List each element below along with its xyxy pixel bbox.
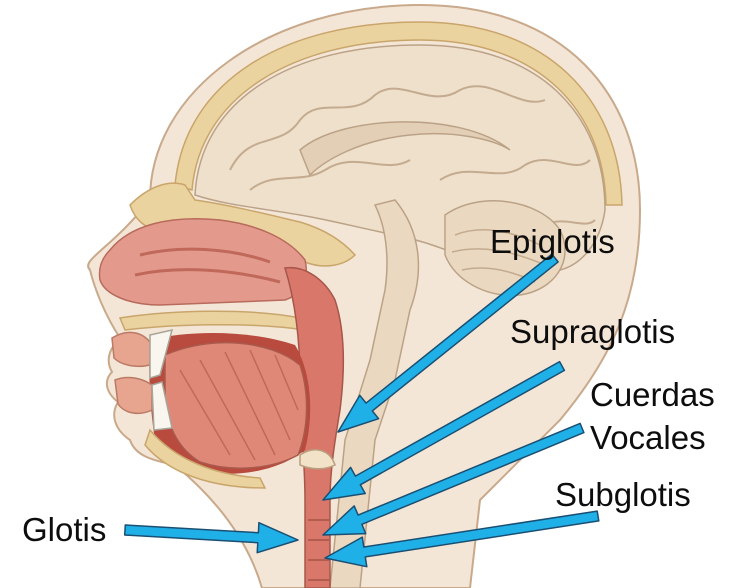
label-cuerdas: Cuerdas xyxy=(590,378,715,411)
lower-lip xyxy=(115,378,152,414)
tongue xyxy=(165,343,307,469)
upper-lip xyxy=(112,332,150,366)
label-vocales: Vocales xyxy=(590,421,706,454)
label-epiglotis: Epiglotis xyxy=(490,225,615,258)
label-supraglotis: Supraglotis xyxy=(510,315,675,348)
label-subglotis: Subglotis xyxy=(555,478,691,511)
label-glotis: Glotis xyxy=(22,513,106,546)
